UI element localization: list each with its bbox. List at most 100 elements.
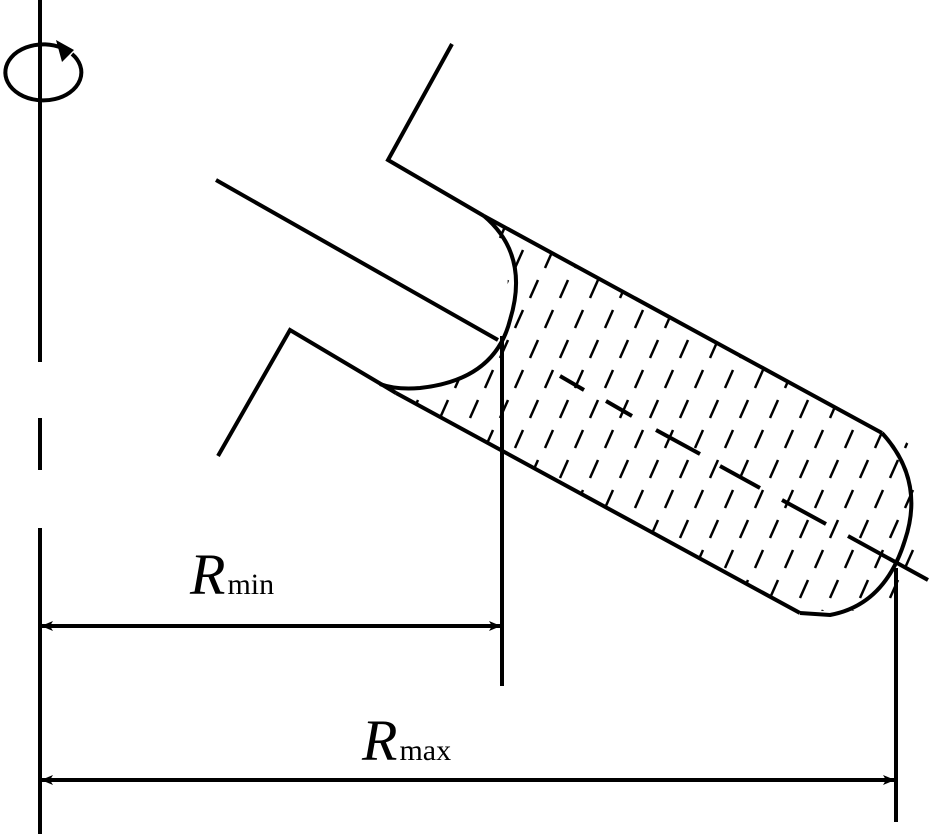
liquid-hatch-mark	[618, 219, 630, 239]
liquid-hatch-mark	[723, 429, 735, 449]
liquid-hatch-mark	[633, 489, 645, 509]
liquid-hatch-mark	[768, 279, 780, 299]
liquid-hatch-mark	[453, 429, 465, 449]
liquid-hatch-mark	[738, 399, 750, 419]
liquid-hatch-mark	[603, 489, 615, 509]
liquid-hatch-mark	[543, 369, 555, 389]
liquid-hatch-mark	[648, 279, 660, 299]
liquid-hatch-mark	[753, 429, 765, 449]
liquid-hatch-mark	[663, 549, 675, 569]
liquid-hatch-mark	[873, 309, 885, 329]
liquid-hatch-mark	[768, 399, 780, 419]
liquid-hatch-mark	[678, 519, 690, 539]
liquid-hatch-mark	[708, 279, 720, 299]
liquid-hatch-mark	[828, 279, 840, 299]
liquid-hatch-mark	[618, 519, 630, 539]
liquid-hatch-mark	[708, 459, 720, 479]
liquid-hatch-mark	[468, 399, 480, 419]
liquid-hatch-mark	[798, 579, 810, 599]
liquid-hatch-mark	[453, 549, 465, 569]
liquid-hatch-mark	[438, 579, 450, 599]
liquid-hatch-mark	[903, 429, 915, 449]
liquid-hatch-mark	[408, 339, 420, 359]
liquid-hatch-mark	[723, 489, 735, 509]
liquid-hatch-mark	[513, 369, 525, 389]
liquid-hatch-mark	[633, 429, 645, 449]
liquid-hatch-mark	[396, 549, 405, 569]
liquid-hatch-mark	[618, 579, 630, 599]
liquid-hatch-mark	[633, 369, 645, 389]
liquid-hatch-mark	[528, 279, 540, 299]
liquid-hatch-mark	[633, 549, 645, 569]
liquid-hatch-mark	[873, 609, 885, 613]
liquid-hatch-mark	[573, 369, 585, 389]
liquid-hatch-mark	[663, 609, 675, 613]
liquid-hatch-mark	[573, 309, 585, 329]
liquid-hatch-mark	[768, 579, 780, 599]
liquid-hatch-mark	[663, 249, 675, 269]
liquid-hatch-mark	[693, 309, 705, 329]
liquid-hatch-mark	[768, 219, 780, 239]
liquid-hatch-mark	[753, 549, 765, 569]
liquid-hatch-mark	[888, 219, 900, 239]
liquid-hatch-mark	[813, 249, 825, 269]
liquid-hatch-mark	[438, 519, 450, 539]
liquid-hatch-mark	[798, 399, 810, 419]
liquid-hatch-mark	[903, 609, 915, 613]
liquid-hatch-mark	[873, 549, 885, 569]
liquid-hatch-mark	[380, 340, 388, 358]
liquid-hatch-mark	[438, 279, 450, 299]
liquid-hatch-mark	[558, 579, 570, 599]
liquid-hatch-mark	[396, 249, 405, 269]
liquid-hatch-mark	[903, 249, 915, 269]
liquid-hatch-mark	[888, 279, 900, 299]
liquid-hatch-mark	[408, 579, 420, 599]
liquid-hatch-mark	[603, 309, 615, 329]
liquid-hatch-mark	[588, 579, 600, 599]
liquid-hatch-mark	[380, 220, 388, 238]
liquid-hatch-mark	[380, 580, 388, 598]
liquid-hatch-mark	[588, 339, 600, 359]
liquid-hatch-mark	[723, 549, 735, 569]
liquid-hatch-mark	[408, 519, 420, 539]
liquid-hatch-mark	[543, 609, 555, 613]
liquid-hatch-mark	[723, 369, 735, 389]
liquid-hatch-mark	[738, 519, 750, 539]
liquid-hatch-mark	[873, 489, 885, 509]
rotation-arrow-icon	[3, 40, 84, 103]
liquid-hatch-mark	[798, 339, 810, 359]
liquid-hatch-mark	[903, 549, 915, 569]
liquid-hatch-mark	[423, 249, 435, 269]
liquid-hatch-mark	[396, 309, 405, 329]
liquid-hatch-mark	[633, 249, 645, 269]
liquid-hatch-mark	[798, 459, 810, 479]
liquid-hatch-mark	[858, 399, 870, 419]
liquid-hatch-mark	[408, 219, 420, 239]
liquid-meniscus	[379, 214, 518, 391]
liquid-hatch-mark	[423, 309, 435, 329]
liquid-hatch-mark	[738, 459, 750, 479]
liquid-hatch-mark	[633, 309, 645, 329]
liquid-hatch-mark	[708, 219, 720, 239]
liquid-hatch-mark	[468, 339, 480, 359]
liquid-hatch-mark	[558, 519, 570, 539]
r-max-label: Rmax	[361, 708, 451, 773]
tube-body	[395, 214, 914, 618]
liquid-hatch-mark	[513, 549, 525, 569]
liquid-hatch-mark	[603, 549, 615, 569]
liquid-hatch-mark	[843, 489, 855, 509]
liquid-hatch-mark	[663, 369, 675, 389]
liquid-hatch-mark	[843, 309, 855, 329]
liquid-hatch-mark	[648, 339, 660, 359]
liquid-hatch-mark	[603, 609, 615, 613]
liquid-hatch-mark	[528, 219, 540, 239]
liquid-hatch-mark	[753, 489, 765, 509]
liquid-hatch-mark	[603, 429, 615, 449]
liquid-hatch-mark	[693, 429, 705, 449]
liquid-hatch-mark	[708, 579, 720, 599]
liquid-hatch-mark	[903, 369, 915, 389]
liquid-hatch-mark	[678, 339, 690, 359]
liquid-hatch-mark	[843, 249, 855, 269]
liquid-hatch-mark	[663, 429, 675, 449]
